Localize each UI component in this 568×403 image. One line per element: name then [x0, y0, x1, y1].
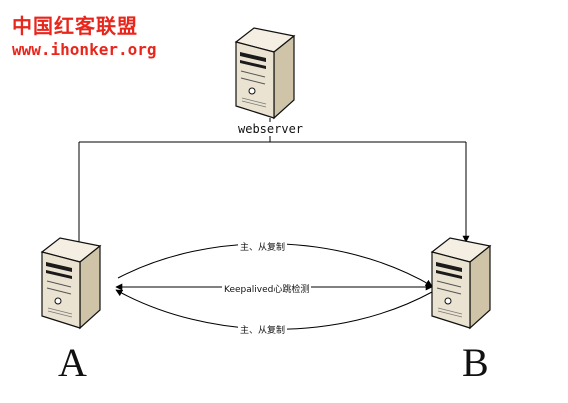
webserver-label: webserver	[236, 122, 306, 136]
server-b-icon	[431, 237, 491, 329]
webserver-icon	[235, 27, 295, 119]
server-b-label: B	[462, 340, 489, 385]
server-a-label: A	[58, 340, 87, 385]
server-a-icon	[41, 237, 101, 329]
replication-label-top: 主、从复制	[238, 242, 288, 254]
watermark-title: 中国红客联盟	[12, 14, 138, 38]
heartbeat-label: Keepalived心跳检测	[222, 284, 312, 296]
watermark-url: www.ihonker.org	[12, 40, 157, 59]
replication-label-bottom: 主、从复制	[238, 325, 288, 337]
